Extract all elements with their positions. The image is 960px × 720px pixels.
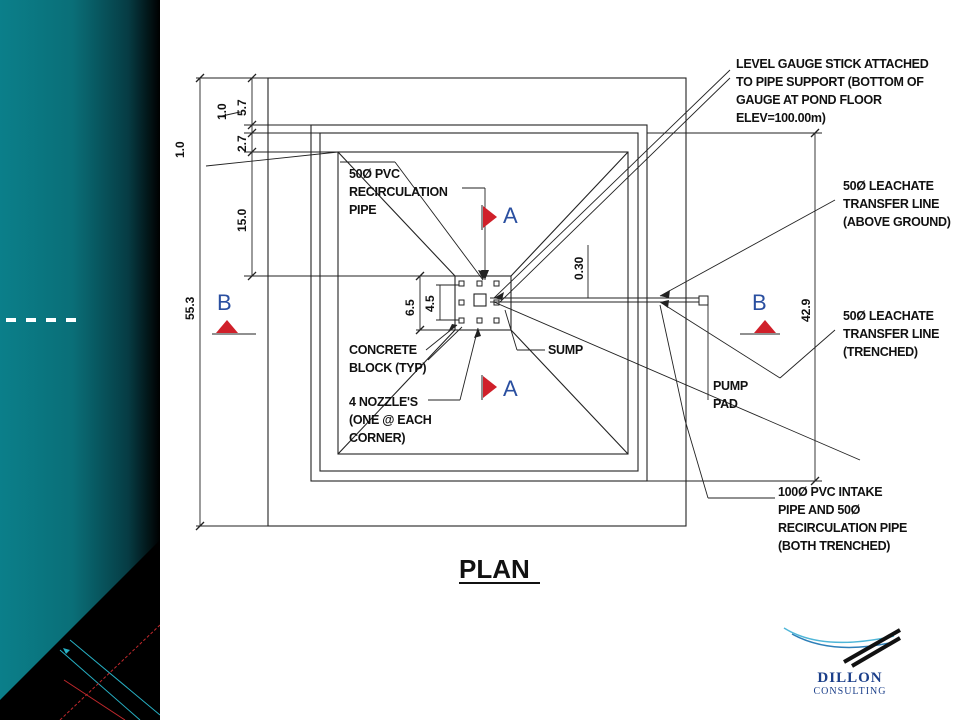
callout-concrete-block: CONCRETE BLOCK (TYP) bbox=[349, 343, 427, 375]
callout-pump-pad: PUMP PAD bbox=[713, 379, 748, 411]
pump-pad bbox=[698, 295, 709, 306]
svg-text:PIPE: PIPE bbox=[349, 203, 376, 217]
svg-text:TRANSFER LINE: TRANSFER LINE bbox=[843, 327, 939, 341]
section-label-a-bottom: A bbox=[503, 376, 518, 401]
section-label-b-right: B bbox=[752, 290, 767, 315]
logo-name: DILLON bbox=[817, 670, 883, 686]
callout-sump: SUMP bbox=[548, 343, 583, 357]
dim-offset-outer: 1.0 bbox=[173, 141, 187, 158]
dash-decoration bbox=[6, 318, 84, 322]
dillon-logo-icon bbox=[783, 627, 902, 668]
dim-sump-inner: 4.5 bbox=[423, 295, 437, 312]
svg-text:TO PIPE SUPPORT (BOTTOM OF: TO PIPE SUPPORT (BOTTOM OF bbox=[736, 75, 924, 89]
section-marker-b-left: B bbox=[212, 290, 256, 335]
dim-sump-depth: 0.30 bbox=[572, 256, 586, 280]
svg-text:(TRENCHED): (TRENCHED) bbox=[843, 345, 918, 359]
dim-sump-outer: 6.5 bbox=[403, 299, 417, 316]
section-marker-a-top: A bbox=[481, 203, 518, 230]
callout-pvc-recirculation-pipe: 50Ø PVC RECIRCULATION PIPE bbox=[349, 167, 448, 217]
svg-text:4 NOZZLE'S: 4 NOZZLE'S bbox=[349, 395, 418, 409]
svg-text:TRANSFER LINE: TRANSFER LINE bbox=[843, 197, 939, 211]
callout-level-gauge: LEVEL GAUGE STICK ATTACHED TO PIPE SUPPO… bbox=[736, 57, 929, 125]
svg-text:50Ø LEACHATE: 50Ø LEACHATE bbox=[843, 179, 934, 193]
svg-text:RECIRCULATION PIPE: RECIRCULATION PIPE bbox=[778, 521, 907, 535]
section-marker-b-right: B bbox=[740, 290, 780, 335]
svg-text:50Ø LEACHATE: 50Ø LEACHATE bbox=[843, 309, 934, 323]
svg-text:(ONE @ EACH: (ONE @ EACH bbox=[349, 413, 432, 427]
dim-overall-height: 55.3 bbox=[183, 296, 197, 320]
callout-leachate-trenched: 50Ø LEACHATE TRANSFER LINE (TRENCHED) bbox=[843, 309, 939, 359]
svg-text:ELEV=100.00m): ELEV=100.00m) bbox=[736, 111, 826, 125]
svg-text:50Ø PVC: 50Ø PVC bbox=[349, 167, 400, 181]
dim-offset-berm: 5.7 bbox=[235, 99, 249, 116]
svg-text:PUMP: PUMP bbox=[713, 379, 748, 393]
dim-pond-width: 42.9 bbox=[799, 298, 813, 322]
svg-text:PIPE AND 50Ø: PIPE AND 50Ø bbox=[778, 503, 861, 517]
svg-text:(BOTH TRENCHED): (BOTH TRENCHED) bbox=[778, 539, 890, 553]
sump-pit bbox=[473, 293, 487, 307]
dim-slope-length: 15.0 bbox=[235, 208, 249, 232]
svg-text:CORNER): CORNER) bbox=[349, 431, 405, 445]
svg-text:LEVEL GAUGE STICK ATTACHED: LEVEL GAUGE STICK ATTACHED bbox=[736, 57, 929, 71]
svg-text:GAUGE AT POND FLOOR: GAUGE AT POND FLOOR bbox=[736, 93, 882, 107]
svg-text:(ABOVE GROUND): (ABOVE GROUND) bbox=[843, 215, 951, 229]
logo-subtitle: CONSULTING bbox=[813, 686, 887, 697]
section-label-a-top: A bbox=[503, 203, 518, 228]
dim-offset-top: 1.0 bbox=[215, 103, 229, 120]
callout-leachate-above-ground: 50Ø LEACHATE TRANSFER LINE (ABOVE GROUND… bbox=[843, 179, 951, 229]
plan-title: PLAN bbox=[459, 554, 530, 584]
pond-plan-drawing: A A B B 55.3 1.0 1.0 5.7 2.7 15.0 6.5 4.… bbox=[173, 57, 951, 584]
corner-decoration bbox=[0, 540, 160, 720]
svg-text:RECIRCULATION: RECIRCULATION bbox=[349, 185, 448, 199]
svg-text:100Ø PVC INTAKE: 100Ø PVC INTAKE bbox=[778, 485, 882, 499]
callout-nozzles: 4 NOZZLE'S (ONE @ EACH CORNER) bbox=[349, 395, 432, 445]
svg-text:BLOCK (TYP): BLOCK (TYP) bbox=[349, 361, 426, 375]
pond-slope-top bbox=[337, 151, 629, 455]
svg-text:CONCRETE: CONCRETE bbox=[349, 343, 417, 357]
berm-outer bbox=[310, 124, 648, 482]
section-label-b-left: B bbox=[217, 290, 232, 315]
dim-offset-inner: 2.7 bbox=[235, 135, 249, 152]
section-marker-a-bottom: A bbox=[481, 375, 518, 401]
svg-text:PAD: PAD bbox=[713, 397, 738, 411]
callout-intake-pipe: 100Ø PVC INTAKE PIPE AND 50Ø RECIRCULATI… bbox=[778, 485, 907, 553]
